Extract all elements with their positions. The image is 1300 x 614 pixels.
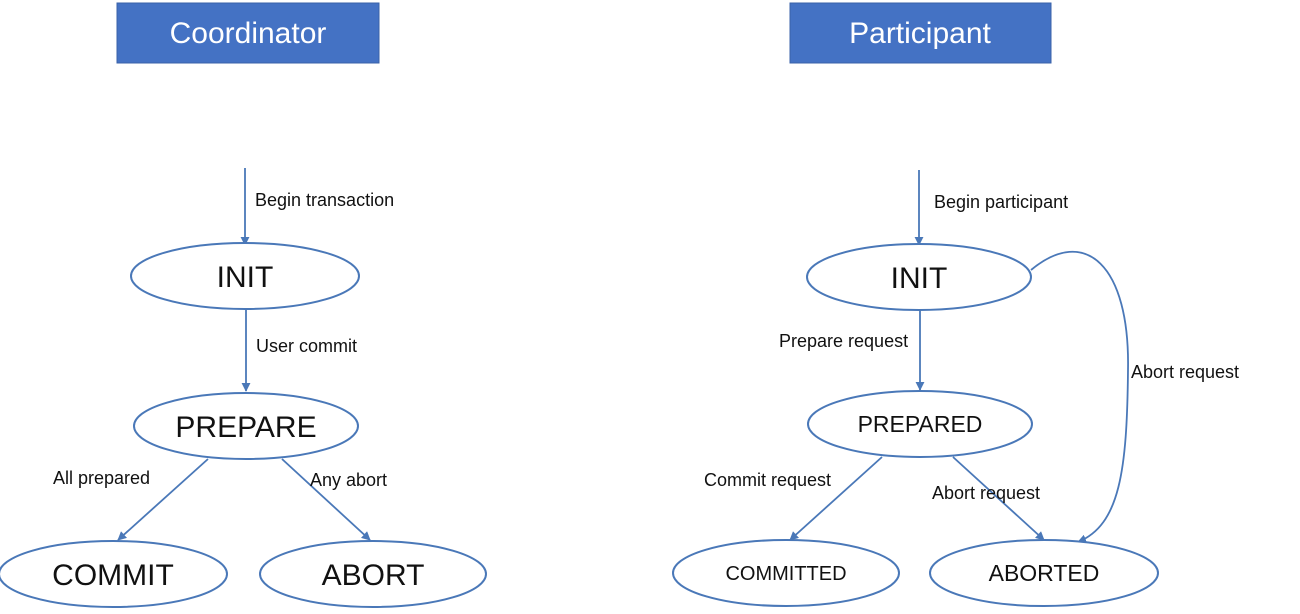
participant-title: Participant: [849, 17, 991, 50]
participant-abort-request-init-arrow: [1030, 250, 1129, 544]
coordinator-any-abort-arrow: [281, 458, 371, 541]
coordinator-state-init: [130, 242, 360, 310]
participant-prepare-request-label: Prepare request: [779, 331, 908, 351]
coordinator-state-prepare: [133, 392, 359, 460]
coordinator-state-commit-label: COMMIT: [52, 559, 174, 592]
coordinator-state-prepare-label: PREPARE: [175, 411, 316, 444]
coordinator-user-commit-label: User commit: [256, 336, 357, 356]
coordinator-title: Coordinator: [170, 17, 327, 50]
coordinator-state-init-label: INIT: [217, 261, 274, 294]
participant-abort-request-prepared-label: Abort request: [932, 483, 1040, 503]
coordinator-any-abort-label: Any abort: [310, 470, 387, 490]
participant-state-init-label: INIT: [891, 262, 948, 295]
participant-state-aborted-label: ABORTED: [989, 560, 1100, 586]
participant-state-committed: [672, 539, 900, 607]
participant-state-init: [806, 243, 1032, 311]
participant-title-box: [789, 2, 1052, 64]
participant-section: Participant Begin participant INIT Prepa…: [672, 2, 1239, 607]
coordinator-state-commit: [0, 540, 228, 608]
coordinator-state-abort: [259, 540, 487, 608]
participant-abort-request-init-label: Abort request: [1131, 362, 1239, 382]
participant-begin-label: Begin participant: [934, 192, 1068, 212]
participant-state-prepared-label: PREPARED: [858, 411, 983, 437]
participant-commit-request-arrow: [789, 456, 883, 541]
coordinator-title-box: [116, 2, 380, 64]
coordinator-all-prepared-arrow: [117, 458, 209, 541]
coordinator-all-prepared-label: All prepared: [53, 468, 150, 488]
participant-state-aborted: [929, 539, 1159, 607]
participant-commit-request-label: Commit request: [704, 470, 831, 490]
coordinator-begin-label: Begin transaction: [255, 190, 394, 210]
participant-state-committed-label: COMMITTED: [725, 563, 846, 585]
coordinator-section: Coordinator Begin transaction INIT User …: [0, 2, 487, 608]
participant-abort-request-prepared-arrow: [952, 456, 1045, 541]
participant-state-prepared: [807, 390, 1033, 458]
coordinator-state-abort-label: ABORT: [322, 559, 425, 592]
